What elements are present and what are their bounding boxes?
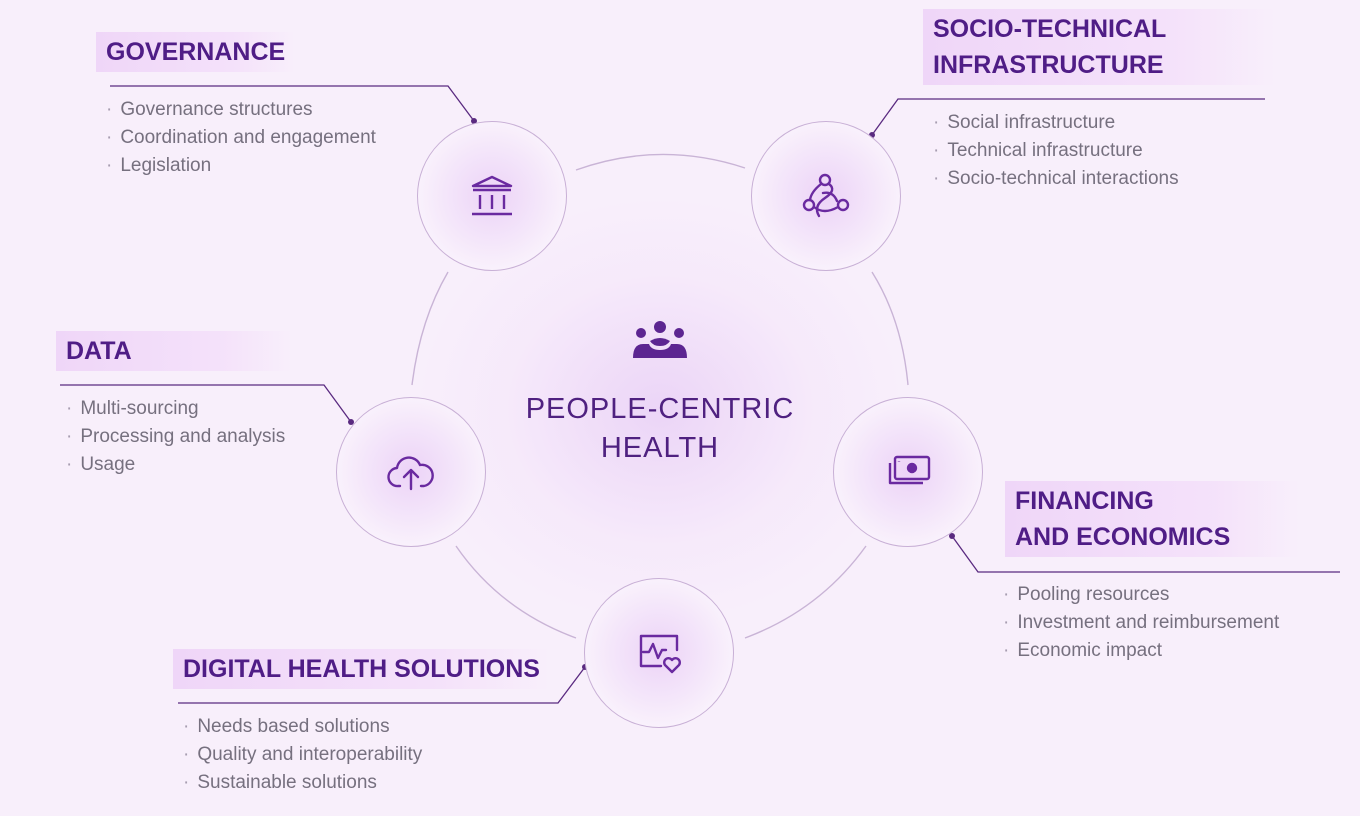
digital-health-node[interactable]	[584, 578, 734, 728]
list-item: Multi-sourcing	[66, 395, 285, 423]
leader-socio	[871, 98, 1265, 136]
governance-node[interactable]	[417, 121, 567, 271]
list-item: Investment and reimbursement	[1003, 609, 1279, 637]
digital-health-title: DIGITAL HEALTH SOLUTIONS	[173, 649, 550, 689]
governance-title: GOVERNANCE	[96, 32, 296, 72]
ring-arc-socio-financing	[871, 271, 909, 386]
list-item: Governance structures	[106, 96, 376, 124]
list-item: Usage	[66, 451, 285, 479]
list-item: Needs based solutions	[183, 713, 422, 741]
socio-technical-items: Social infrastructure Technical infrastr…	[933, 109, 1179, 193]
socio-technical-node[interactable]	[751, 121, 901, 271]
list-item: Socio-technical interactions	[933, 165, 1178, 193]
people-group-icon	[633, 321, 687, 358]
financing-items: Pooling resources Investment and reimbur…	[1003, 581, 1279, 665]
financing-title: FINANCING AND ECONOMICS	[1005, 481, 1301, 557]
center-hub: PEOPLE-CENTRIC HEALTH	[500, 320, 820, 480]
leader-dot-financing	[949, 533, 955, 539]
governance-items: Governance structures Coordination and e…	[106, 96, 376, 180]
cloud-upload-icon	[387, 456, 434, 491]
list-item: Social infrastructure	[933, 109, 1179, 137]
data-items: Multi-sourcing Processing and analysis U…	[66, 395, 285, 479]
leader-digital	[178, 666, 586, 704]
data-title: DATA	[56, 331, 292, 371]
network-nodes-icon	[802, 173, 850, 218]
leader-data	[60, 384, 352, 423]
data-node[interactable]	[336, 397, 486, 547]
list-item: Quality and interoperability	[183, 741, 422, 769]
ring-arc-digital-data	[455, 545, 577, 639]
list-item: Economic impact	[1003, 637, 1279, 665]
banknotes-icon	[888, 455, 931, 485]
leader-governance	[110, 85, 475, 122]
financing-node[interactable]	[833, 397, 983, 547]
ring-arc-financing-digital	[744, 545, 867, 639]
list-item: Legislation	[106, 152, 376, 180]
center-title: PEOPLE-CENTRIC HEALTH	[525, 393, 795, 464]
list-item: Processing and analysis	[66, 423, 285, 451]
list-item: Pooling resources	[1003, 581, 1279, 609]
list-item: Technical infrastructure	[933, 137, 1179, 165]
digital-health-items: Needs based solutions Quality and intero…	[183, 713, 422, 797]
socio-technical-title: SOCIO-TECHNICAL INFRASTRUCTURE	[923, 9, 1277, 85]
institution-icon	[471, 175, 513, 216]
list-item: Sustainable solutions	[183, 769, 422, 797]
leader-financing	[951, 535, 1340, 573]
health-monitor-icon	[639, 634, 681, 674]
list-item: Coordination and engagement	[106, 124, 376, 152]
ring-arc-data-governance	[411, 271, 449, 386]
ring-arc-governance-socio	[575, 153, 746, 171]
